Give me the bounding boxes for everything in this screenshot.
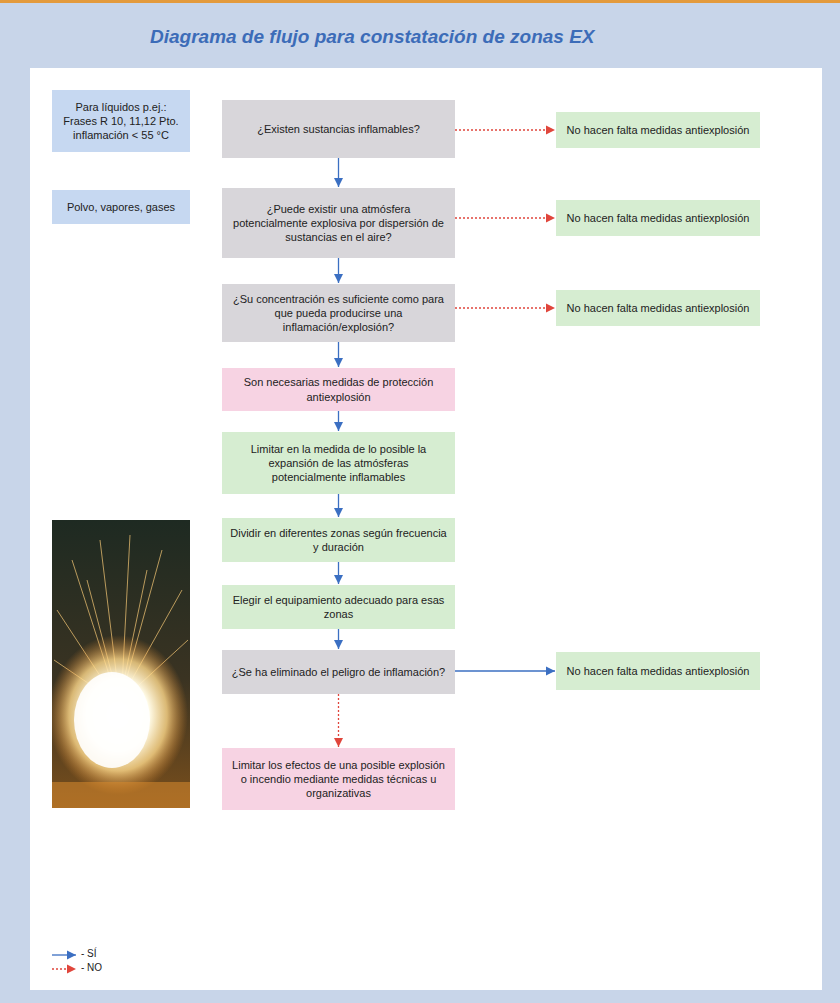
yes-arrow [338,158,339,187]
legend-text: - SÍ [81,948,97,959]
result-box: Elegir el equipamiento adecuado para esa… [222,585,455,629]
no-arrow [455,129,555,130]
box-text: Limitar los efectos de una posible explo… [230,758,447,800]
legend-swatch [52,968,76,969]
box-text: Elegir el equipamiento adecuado para esa… [230,593,447,621]
yes-arrow [338,562,339,584]
result-box: No hacen falta medidas antiexplosión [556,112,760,148]
yes-arrow [338,342,339,367]
no-arrow [455,217,555,218]
result-box: No hacen falta medidas antiexplosión [556,290,760,326]
box-text: No hacen falta medidas antiexplosión [564,211,752,225]
box-text: Polvo, vapores, gases [60,200,182,214]
yes-arrow [338,258,339,283]
result-box: No hacen falta medidas antiexplosión [556,652,760,690]
note-box: Polvo, vapores, gases [52,190,190,224]
explosion-photo [52,520,190,808]
decision-box: ¿Se ha eliminado el peligro de inflamaci… [222,650,455,694]
result-box: No hacen falta medidas antiexplosión [556,200,760,236]
result-box: Limitar en la medida de lo posible la ex… [222,432,455,494]
yes-arrow [338,411,339,431]
legend-text: - NO [81,962,102,973]
box-text: Limitar en la medida de lo posible la ex… [230,442,447,484]
box-text: No hacen falta medidas antiexplosión [564,301,752,315]
no-arrow [455,307,555,308]
box-text: No hacen falta medidas antiexplosión [564,123,752,137]
box-text: No hacen falta medidas antiexplosión [564,664,752,678]
result-box: Dividir en diferentes zonas según frecue… [222,518,455,562]
decision-box: ¿Existen sustancias inflamables? [222,100,455,158]
top-rule [0,0,840,3]
diagram-title: Diagrama de flujo para constatación de z… [150,26,595,48]
box-text: Son necesarias medidas de protección ant… [230,375,447,403]
box-text: ¿Puede existir una atmósfera potencialme… [230,202,447,244]
box-text: ¿Su concentración es suficiente como par… [230,292,447,334]
no-arrow [338,694,339,747]
box-text: Para líquidos p.ej.: Frases R 10, 11,12 … [60,100,182,142]
box-text: ¿Existen sustancias inflamables? [230,122,447,136]
legend-swatch [52,954,76,955]
yes-arrow [338,629,339,649]
yes-arrow [338,494,339,517]
note-box: Para líquidos p.ej.: Frases R 10, 11,12 … [52,90,190,152]
box-text: Dividir en diferentes zonas según frecue… [230,526,447,554]
decision-box: ¿Su concentración es suficiente como par… [222,284,455,342]
action-box: Son necesarias medidas de protección ant… [222,368,455,411]
box-text: ¿Se ha eliminado el peligro de inflamaci… [230,665,447,679]
decision-box: ¿Puede existir una atmósfera potencialme… [222,188,455,258]
action-box: Limitar los efectos de una posible explo… [222,748,455,810]
yes-arrow [455,670,555,671]
